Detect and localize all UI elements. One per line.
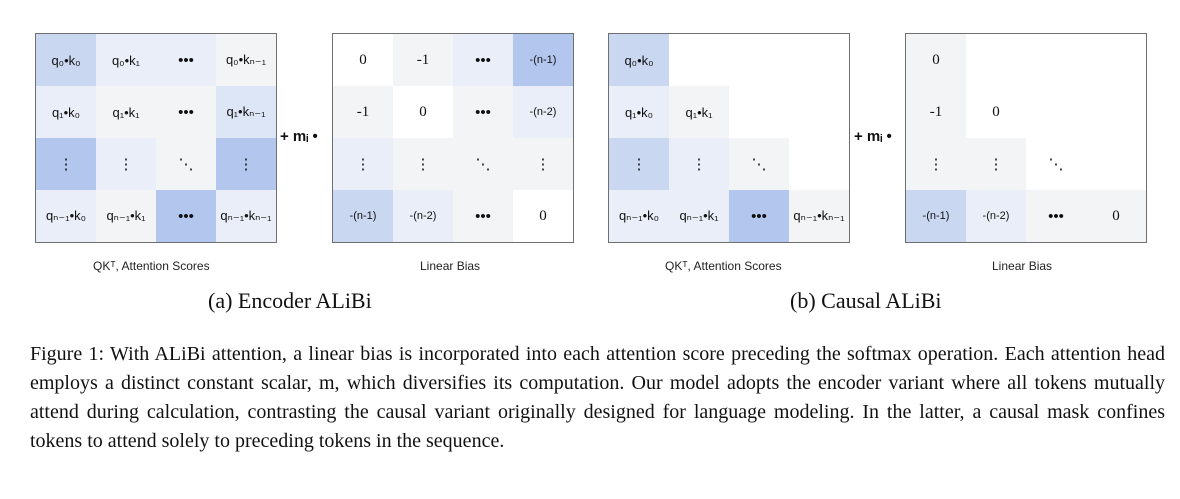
bias-value: -(n-2)	[982, 210, 1010, 222]
bias-value: -(n-1)	[922, 210, 950, 222]
matrix-cell: q₁•k₁	[96, 86, 156, 138]
bias-value: -(n-1)	[529, 54, 557, 66]
matrix-cell: -(n-2)	[393, 190, 453, 242]
matrix-cell: qₙ₋₁•k₀	[36, 190, 96, 242]
matrix-cell: ⋱	[453, 138, 513, 190]
matrix-cell: q₀•k₁	[96, 34, 156, 86]
bias-value: 0	[419, 103, 427, 120]
matrix-cell: ⋱	[1026, 138, 1086, 190]
masked-cell	[729, 34, 789, 86]
matrix-cell: -(n-1)	[906, 190, 966, 242]
matrix-cell: -(n-1)	[513, 34, 573, 86]
causal-subfigure-label: (b) Causal ALiBi	[790, 288, 942, 313]
matrix-cell: q₁•k₀	[36, 86, 96, 138]
matrix-cell: ⋮	[513, 138, 573, 190]
masked-cell	[789, 86, 849, 138]
masked-cell	[789, 34, 849, 86]
masked-cell	[1086, 138, 1146, 190]
matrix-cell: -(n-1)	[333, 190, 393, 242]
matrix-cell: qₙ₋₁•k₀	[609, 190, 669, 242]
masked-cell	[669, 34, 729, 86]
matrix-cell: qₙ₋₁•k₁	[96, 190, 156, 242]
bias-value: -1	[929, 103, 943, 120]
matrix-cell: 0	[393, 86, 453, 138]
matrix-cell: ⋮	[333, 138, 393, 190]
masked-cell	[966, 34, 1026, 86]
bias-value: 0	[539, 207, 547, 224]
matrix-cell: -1	[906, 86, 966, 138]
matrix-cell: ⋮	[669, 138, 729, 190]
matrix-cell: q₁•k₁	[669, 86, 729, 138]
matrix-cell: •••	[156, 86, 216, 138]
matrix-cell: 0	[906, 34, 966, 86]
matrix-cell: 0	[513, 190, 573, 242]
matrix-cell: 0	[1086, 190, 1146, 242]
matrix-cell: qₙ₋₁•kₙ₋₁	[216, 190, 276, 242]
masked-cell	[1086, 86, 1146, 138]
matrix-cell: ⋱	[729, 138, 789, 190]
matrix-cell: 0	[333, 34, 393, 86]
masked-cell	[1086, 34, 1146, 86]
causal-plus-m-operator: + mᵢ •	[854, 128, 892, 145]
matrix-cell: q₁•kₙ₋₁	[216, 86, 276, 138]
masked-cell	[789, 138, 849, 190]
matrix-cell: ⋮	[906, 138, 966, 190]
matrix-cell: ⋮	[36, 138, 96, 190]
bias-value: -(n-2)	[529, 106, 557, 118]
matrix-cell: 0	[966, 86, 1026, 138]
bias-value: -1	[416, 51, 430, 68]
causal-bias-caption: Linear Bias	[992, 259, 1053, 273]
bias-value: 0	[359, 51, 367, 68]
bias-value: 0	[1112, 207, 1120, 224]
matrix-cell: qₙ₋₁•k₁	[669, 190, 729, 242]
matrix-cell: qₙ₋₁•kₙ₋₁	[789, 190, 849, 242]
bias-value: 0	[932, 51, 940, 68]
causal-linear-bias-matrix: 0 -1 0 ⋮ ⋮ ⋱ -(n-1) -(n-2) ••• 0	[905, 33, 1147, 243]
encoder-plus-m-operator: + mᵢ •	[280, 128, 318, 145]
matrix-cell: •••	[453, 34, 513, 86]
matrix-cell: -(n-2)	[513, 86, 573, 138]
matrix-cell: q₁•k₀	[609, 86, 669, 138]
matrix-cell: ⋮	[96, 138, 156, 190]
encoder-bias-caption: Linear Bias	[420, 259, 481, 273]
matrix-cell: •••	[156, 34, 216, 86]
causal-scores-caption: QKᵀ, Attention Scores	[665, 259, 782, 273]
bias-value: 0	[992, 103, 1000, 120]
matrix-cell: ⋮	[609, 138, 669, 190]
matrix-cell: q₀•kₙ₋₁	[216, 34, 276, 86]
encoder-linear-bias-matrix: 0 -1 ••• -(n-1) -1 0 ••• -(n-2) ⋮ ⋮ ⋱ ⋮ …	[332, 33, 574, 243]
matrix-cell: •••	[453, 190, 513, 242]
matrix-cell: q₀•k₀	[609, 34, 669, 86]
encoder-scores-caption: QKᵀ, Attention Scores	[93, 259, 210, 273]
encoder-attention-scores-matrix: q₀•k₀ q₀•k₁ ••• q₀•kₙ₋₁ q₁•k₀ q₁•k₁ ••• …	[35, 33, 277, 243]
masked-cell	[1026, 86, 1086, 138]
matrix-cell: -1	[333, 86, 393, 138]
matrix-cell: •••	[729, 190, 789, 242]
causal-attention-scores-matrix: q₀•k₀ q₁•k₀ q₁•k₁ ⋮ ⋮ ⋱ qₙ₋₁•k₀ qₙ₋₁•k₁ …	[608, 33, 850, 243]
masked-cell	[729, 86, 789, 138]
matrix-cell: -1	[393, 34, 453, 86]
matrix-cell: •••	[453, 86, 513, 138]
matrix-cell: •••	[1026, 190, 1086, 242]
matrix-cell: -(n-2)	[966, 190, 1026, 242]
matrix-cell: q₀•k₀	[36, 34, 96, 86]
matrix-cell: •••	[156, 190, 216, 242]
matrix-cell: ⋮	[216, 138, 276, 190]
bias-value: -(n-1)	[349, 210, 377, 222]
matrix-cell: ⋮	[966, 138, 1026, 190]
encoder-subfigure-label: (a) Encoder ALiBi	[208, 288, 372, 313]
matrix-cell: ⋱	[156, 138, 216, 190]
matrix-cell: ⋮	[393, 138, 453, 190]
masked-cell	[1026, 34, 1086, 86]
bias-value: -1	[356, 103, 370, 120]
bias-value: -(n-2)	[409, 210, 437, 222]
figure-caption: Figure 1: With ALiBi attention, a linear…	[30, 343, 1165, 452]
